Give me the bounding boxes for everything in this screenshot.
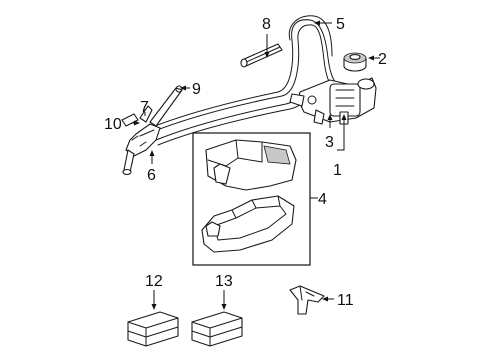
callout-4: 4 [318,191,327,208]
washer-nozzle-part [121,85,183,176]
callout-labels: 1 2 3 4 5 6 7 8 9 10 11 12 13 [104,16,387,309]
callout-6: 6 [147,167,156,184]
hose-connector-part [240,43,283,68]
callout-9: 9 [192,81,201,98]
callout-13: 13 [215,273,233,290]
callout-3: 3 [325,134,334,151]
callout-10: 10 [104,116,122,133]
leader-lines [131,20,380,310]
filler-cap-part [343,52,367,72]
package-part-12 [127,311,179,347]
callout-2: 2 [378,51,387,68]
reservoir-box [192,132,311,266]
callout-8: 8 [262,16,271,33]
washer-pump-part [289,77,377,125]
callout-11: 11 [337,292,354,309]
callout-5: 5 [336,16,345,33]
washer-hose-assembly [149,15,347,146]
clip-part [289,285,325,315]
callout-1: 1 [333,162,342,179]
callout-12: 12 [145,273,163,290]
package-part-13 [191,311,243,347]
callout-7: 7 [140,99,149,116]
